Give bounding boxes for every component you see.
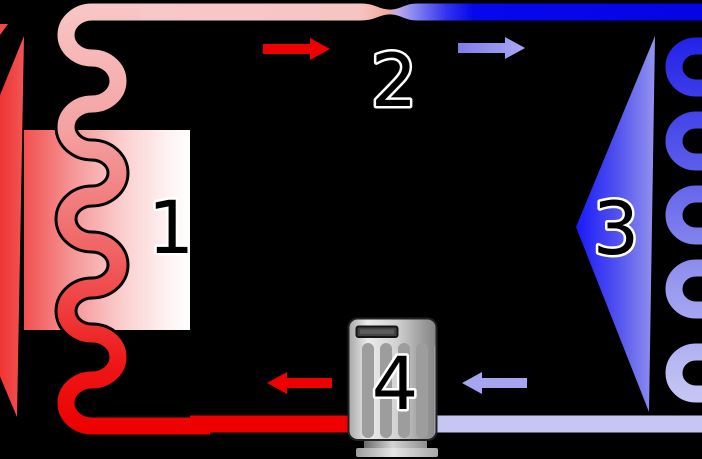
flow-arrow-cold-left [462, 372, 527, 394]
bottom-pipe-cold [428, 415, 702, 433]
top-pipe-expansion-valve [108, 3, 702, 21]
flow-arrow-hot-left [267, 372, 332, 394]
evaporator-coil [662, 34, 702, 406]
condenser-coil [54, 0, 210, 438]
label-evaporator: 3 [593, 187, 639, 272]
compressor-pedestal [364, 440, 427, 449]
evaporator-coil-pipe [665, 37, 702, 403]
compressor-slats [362, 343, 436, 438]
label-condenser: 1 [148, 186, 194, 271]
label-compressor: 4 [372, 342, 418, 427]
condenser-coil-pipe [57, 3, 210, 435]
flow-arrow-cold-right [458, 37, 525, 59]
bottom-pipe-hot [190, 415, 360, 433]
flow-arrow-hot-right [263, 38, 330, 60]
heat-output-arrow-sliver [0, 24, 8, 35]
heat-output-arrow [0, 36, 24, 417]
label-expansion-valve: 2 [371, 39, 417, 124]
compressor-flange [356, 448, 438, 457]
heat-input-arrow [576, 36, 655, 412]
compressor-nameplate-inner [360, 329, 394, 334]
compressor-unit [347, 317, 438, 457]
